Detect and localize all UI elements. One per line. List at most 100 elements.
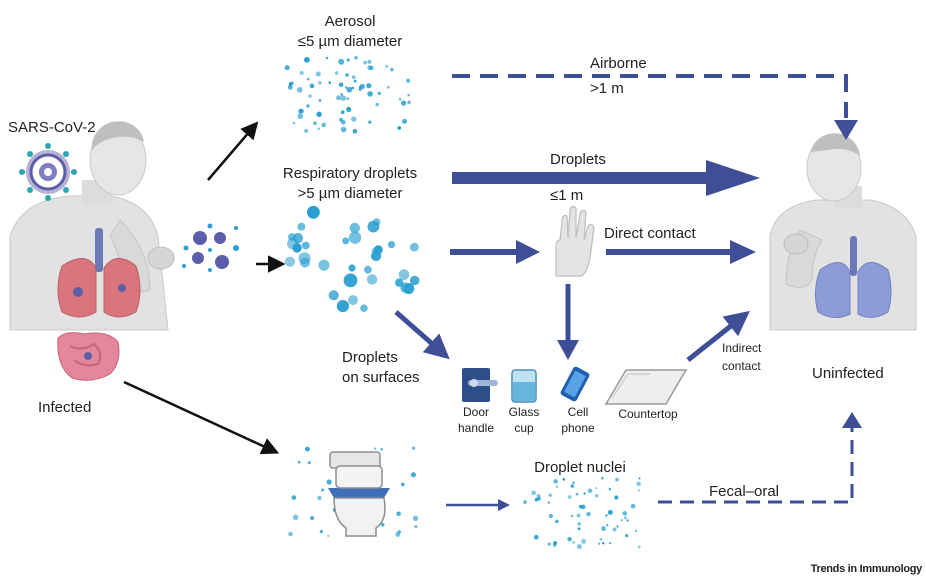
toilet-particle [380, 447, 383, 451]
droplet-nucleus [587, 488, 593, 494]
aerosol-particle [367, 91, 373, 97]
respiratory-droplet [336, 300, 349, 313]
toilet-icon [328, 451, 390, 537]
droplet-nucleus [595, 494, 599, 498]
droplet-nucleus [572, 481, 575, 484]
droplet-nucleus [637, 489, 641, 492]
aerosol-particle [375, 102, 379, 107]
aerosol-particle [317, 127, 320, 130]
aerosol-particle [299, 71, 304, 75]
toilet-particle [380, 522, 385, 527]
droplet-nucleus [534, 534, 539, 540]
respiratory-droplet [360, 304, 368, 313]
aerosol-particle [366, 83, 372, 89]
aerosol-particle [354, 56, 358, 60]
droplet-nucleus [616, 525, 619, 528]
aerosol-particle [401, 100, 407, 106]
aerosol-particle [397, 126, 402, 130]
aerosol-particle [338, 82, 344, 87]
droplet-nucleus [575, 492, 579, 496]
droplet-nucleus [548, 513, 554, 519]
droplet-nucleus [576, 544, 582, 550]
aerosol-particle [407, 100, 411, 105]
droplet-nucleus [605, 514, 608, 517]
toilet-particle [319, 529, 323, 534]
droplet-nucleus [552, 543, 557, 547]
droplet-nucleus [570, 514, 574, 518]
toilet-particle [310, 515, 315, 521]
aerosol-particle [304, 56, 310, 63]
respiratory-droplet [403, 283, 415, 295]
toilet-particle [412, 515, 419, 521]
aerosol-particle [315, 71, 321, 77]
droplet-nucleus [624, 516, 627, 520]
virus-label: SARS-CoV-2 [8, 119, 96, 136]
droplet-nucleus [556, 485, 559, 488]
fecal-oral-label: Fecal–oral [709, 483, 779, 500]
aerosol-particle [352, 128, 358, 134]
aerosol-particle [351, 116, 357, 122]
airborne-label: Airborne [590, 55, 647, 72]
journal-credit: Trends in Immunology [811, 563, 924, 575]
arrow-to-surfaces [394, 310, 450, 360]
respiratory-droplet [348, 264, 356, 272]
droplet-nucleus [607, 509, 613, 515]
droplet-nucleus [636, 481, 641, 487]
aerosol-particle [292, 121, 296, 125]
droplet-nucleus [615, 477, 619, 482]
droplet-nucleus [576, 513, 581, 518]
respiratory-droplet [318, 259, 330, 271]
surface-label-glass-1: Glass [509, 405, 540, 419]
droplets-distance: ≤1 m [550, 187, 583, 204]
aerosol-particle [406, 78, 411, 83]
surface-label-phone-2: phone [561, 421, 595, 435]
airborne-path [452, 74, 848, 118]
respiratory-droplet [367, 220, 380, 233]
surface-label-phone-1: Cell [568, 405, 589, 419]
uninfected-label: Uninfected [812, 365, 884, 382]
aerosol-particle [304, 57, 308, 61]
aerosol-particle [359, 83, 365, 90]
door-handle-icon [462, 368, 498, 402]
surface-label-door-1: Door [463, 405, 489, 419]
droplet-nucleus [608, 488, 612, 491]
aerosol-particle [341, 120, 346, 125]
aerosol-particle [407, 93, 411, 97]
aerosol-particle [402, 118, 407, 124]
toilet-particle [291, 495, 297, 500]
infected-label: Infected [38, 399, 91, 416]
toilet-particle [397, 530, 402, 534]
respiratory-droplet [348, 295, 358, 306]
droplet-nucleus [620, 519, 623, 522]
aerosol-particle [352, 75, 356, 79]
toilet-particle [414, 525, 418, 529]
droplet-nucleus [554, 519, 559, 524]
droplet-nucleus [567, 537, 572, 542]
droplet-nucleus [630, 503, 636, 509]
droplet-nucleus [547, 542, 551, 546]
aerosol-title: Aerosol [325, 13, 376, 30]
airborne-arrowhead [834, 120, 858, 140]
aerosol-particle [351, 86, 355, 90]
toilet-particle [396, 511, 401, 517]
toilet-particle [305, 446, 310, 452]
aerosol-particle [297, 113, 304, 120]
respiratory-droplet [342, 237, 350, 245]
aerosol-particle [385, 64, 389, 68]
respiratory-droplet [409, 275, 420, 286]
aerosol-particle [368, 120, 372, 124]
toilet-particle [373, 447, 377, 450]
direct-contact-label: Direct contact [604, 225, 697, 242]
droplet-nucleus [634, 529, 638, 533]
droplet-nucleus [581, 538, 587, 544]
aerosol-particle [340, 95, 347, 101]
droplet-nucleus [547, 501, 551, 504]
respiratory-droplet [284, 256, 296, 267]
aerosol-particle [390, 67, 394, 72]
toilet-particle [307, 461, 311, 465]
droplet-nucleus [586, 511, 591, 517]
droplet-nucleus [606, 524, 609, 527]
respiratory-droplet [366, 274, 378, 285]
aerosol-particles [284, 56, 411, 134]
